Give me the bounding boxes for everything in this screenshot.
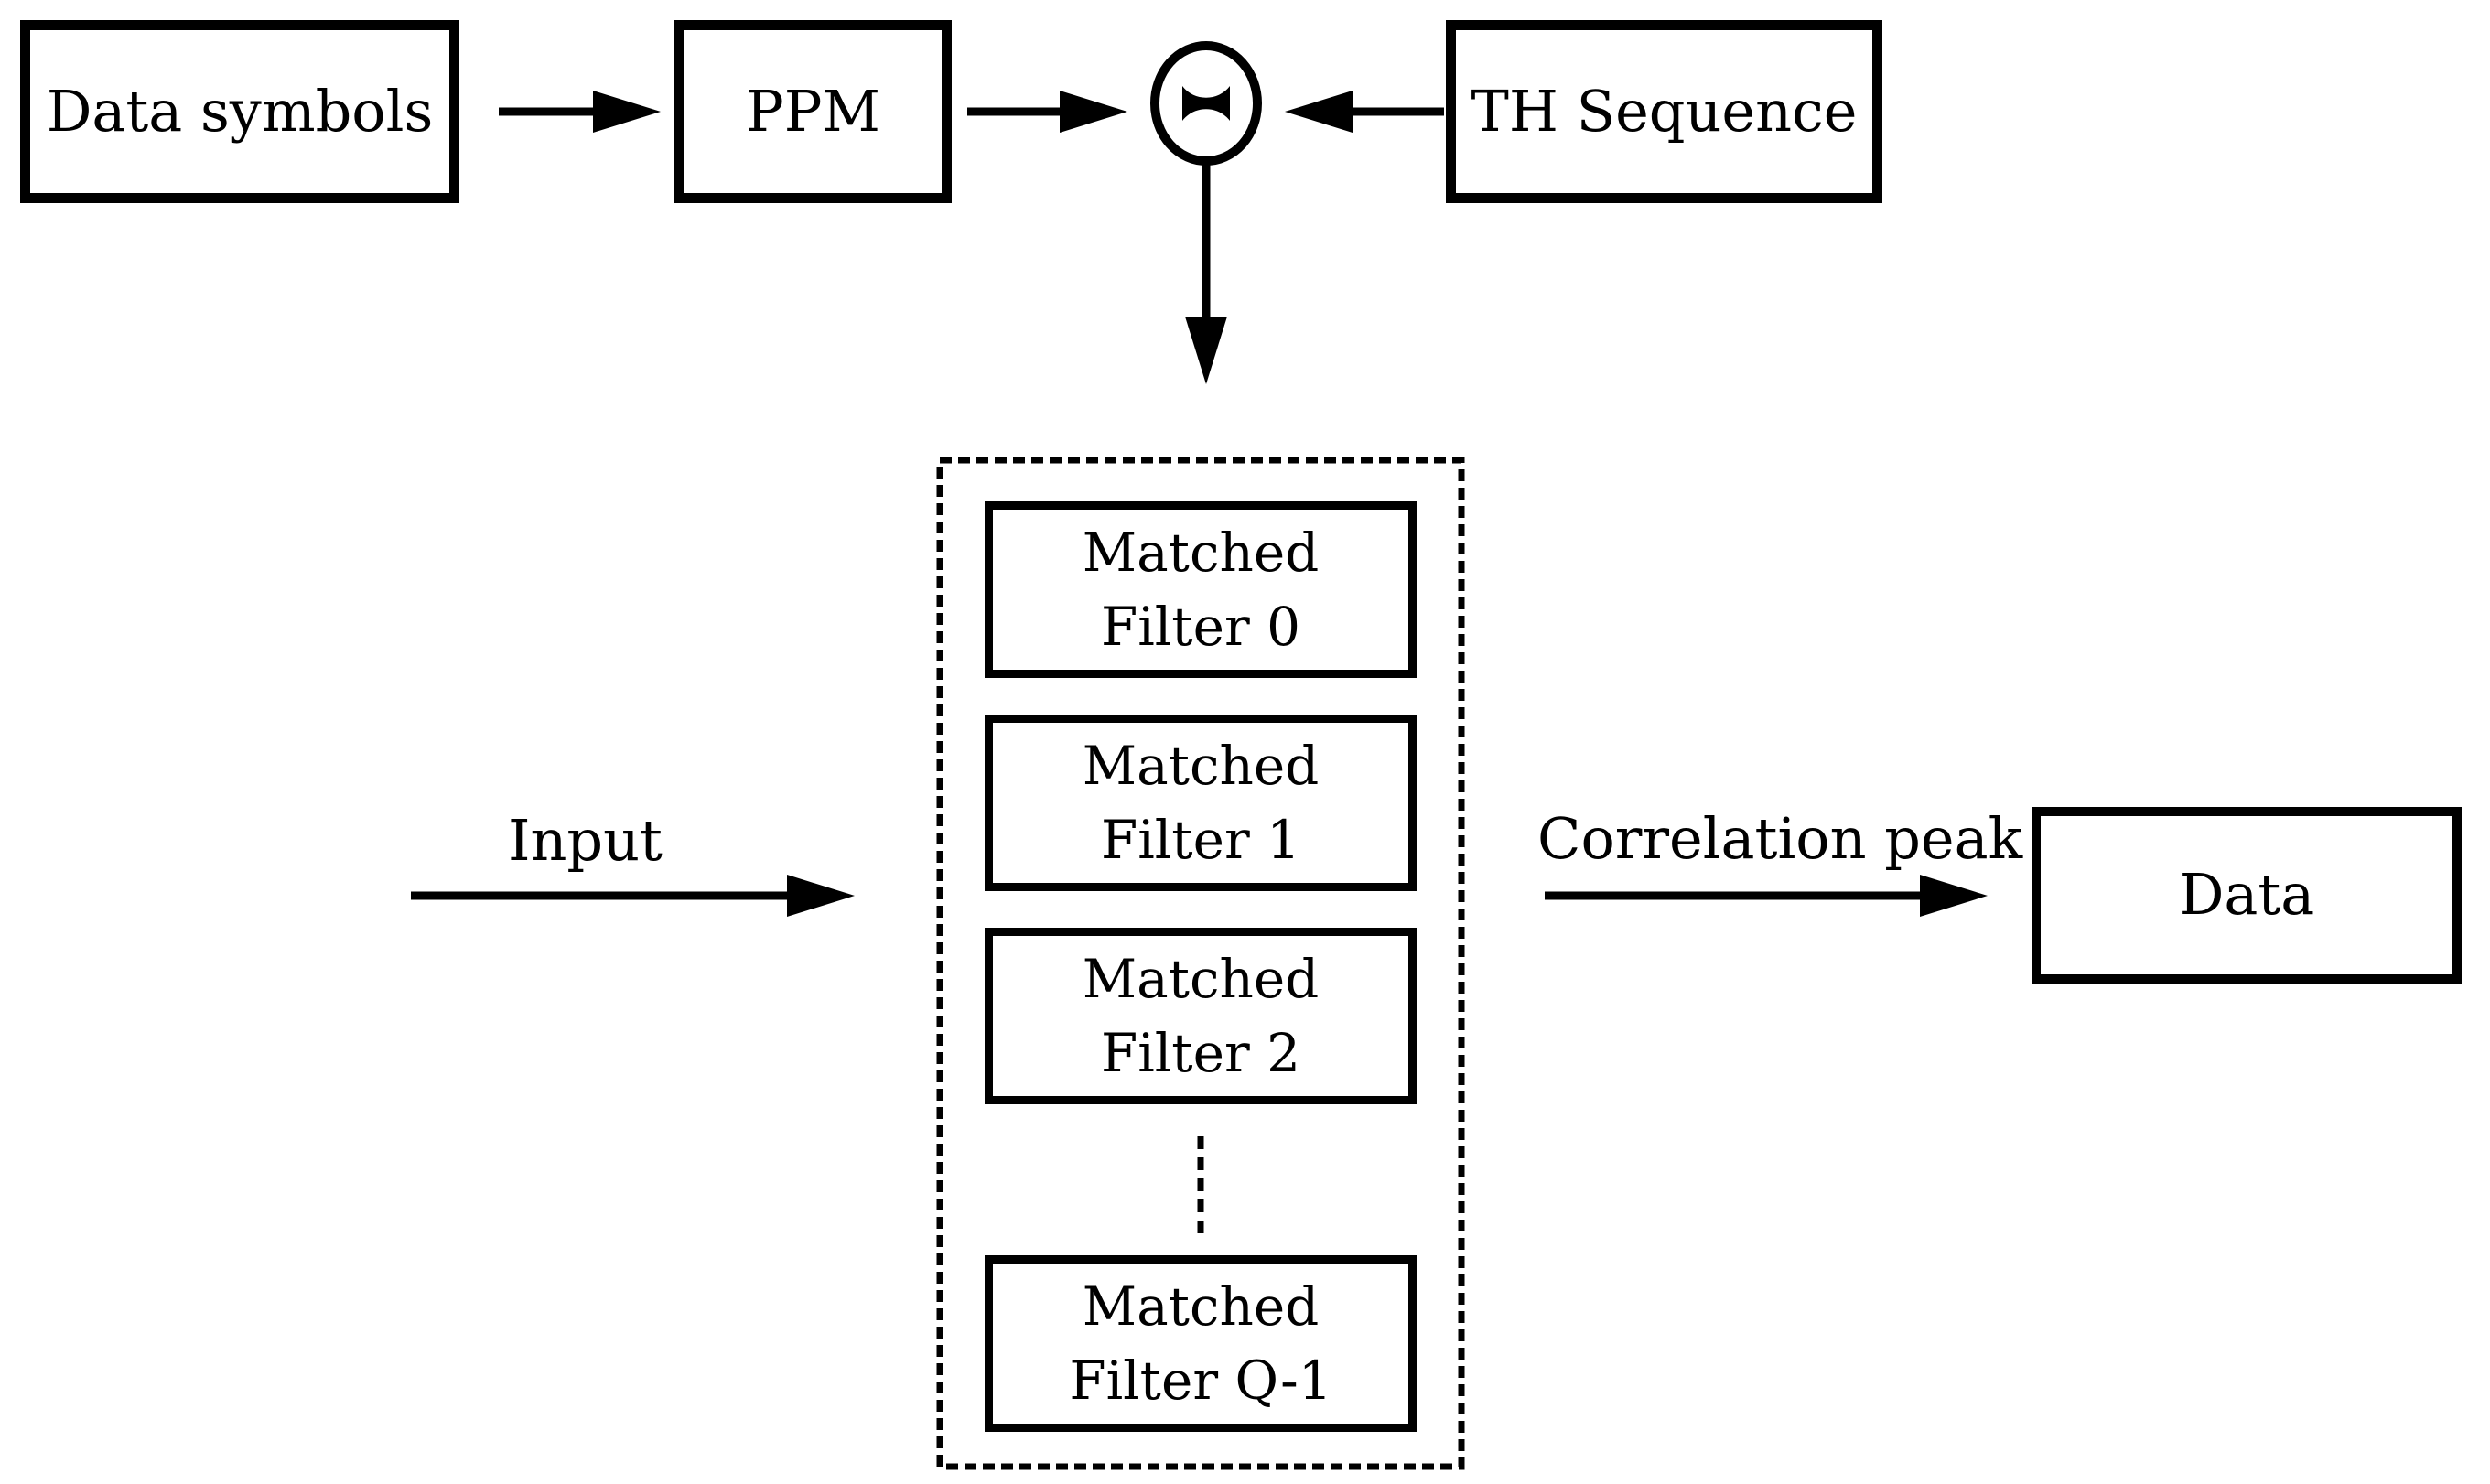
th-sequence-label: TH Sequence [1471,77,1858,145]
matched-filter-1-line2: Filter 1 [1100,808,1301,871]
arrow-data-symbols-to-ppm [499,91,661,133]
arrow-ppm-to-multiplier [967,91,1127,133]
ppm-block: PPM [674,20,952,203]
matched-filter-0-line2: Filter 0 [1100,595,1301,658]
data-label: Data [2178,861,2315,929]
data-symbols-block: Data symbols [20,20,459,203]
matched-filter-1-block: Matched Filter 1 [985,715,1417,891]
correlation-peak-arrow [1545,875,1988,917]
matched-filter-0-block: Matched Filter 0 [985,501,1417,678]
matched-filter-1-line1: Matched [1082,735,1320,798]
matched-filter-0-label: Matched Filter 0 [1083,516,1320,662]
ppm-label: PPM [746,77,880,145]
matched-filter-q-1-line1: Matched [1082,1275,1320,1339]
matched-filter-2-block: Matched Filter 2 [985,928,1417,1104]
input-arrow [411,875,855,917]
correlation-peak-label: Correlation peak [1537,805,2023,872]
matched-filter-q-1-block: Matched Filter Q-1 [985,1255,1417,1432]
arrow-multiplier-to-filter-bank [1185,163,1227,384]
multiplier-icon [1150,41,1262,166]
matched-filter-0-line1: Matched [1082,522,1320,585]
filter-bank-dashed-border [936,457,1465,1470]
th-sequence-block: TH Sequence [1446,20,1882,203]
input-label: Input [508,807,663,874]
matched-filter-2-line2: Filter 2 [1100,1021,1301,1084]
matched-filter-2-label: Matched Filter 2 [1083,942,1320,1089]
matched-filter-1-label: Matched Filter 1 [1083,729,1320,876]
data-block: Data [2032,807,2462,984]
matched-filter-q-1-line2: Filter Q-1 [1069,1349,1332,1412]
matched-filter-q-1-label: Matched Filter Q-1 [1069,1270,1331,1416]
arrow-th-sequence-to-multiplier [1285,91,1444,133]
matched-filter-2-line1: Matched [1082,948,1320,1011]
data-symbols-label: Data symbols [46,77,434,145]
